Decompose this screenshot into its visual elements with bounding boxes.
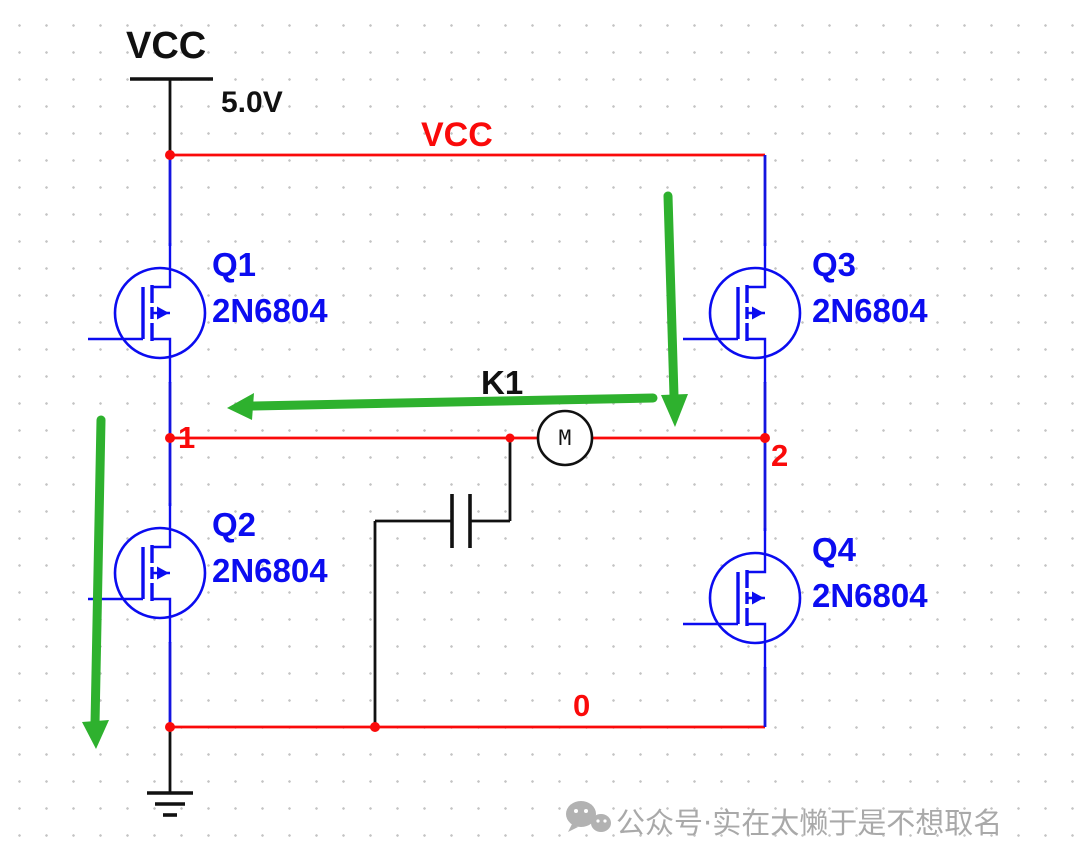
transistor-q3[interactable] bbox=[681, 241, 802, 385]
vcc-symbol-label[interactable]: VCC bbox=[126, 25, 207, 67]
junction-cap-top[interactable] bbox=[505, 433, 515, 443]
q2-part-label[interactable]: 2N6804 bbox=[212, 552, 328, 589]
net-label-node1[interactable]: 1 bbox=[178, 420, 196, 455]
k1-annotation-label: K1 bbox=[481, 364, 524, 401]
current-arrow-down-left bbox=[82, 415, 109, 749]
transistor-q1[interactable] bbox=[86, 241, 207, 385]
q4-refdes-label[interactable]: Q4 bbox=[812, 531, 857, 568]
vcc-power-symbol[interactable] bbox=[130, 77, 213, 155]
motor-symbol[interactable] bbox=[536, 409, 594, 467]
junction-node2[interactable] bbox=[760, 433, 770, 443]
q2-refdes-label[interactable]: Q2 bbox=[212, 506, 257, 543]
q1-part-label[interactable]: 2N6804 bbox=[212, 292, 328, 329]
q1-refdes-label[interactable]: Q1 bbox=[212, 246, 257, 283]
q4-part-label[interactable]: 2N6804 bbox=[812, 577, 928, 614]
current-arrow-left bbox=[227, 393, 658, 420]
junction-ground-left[interactable] bbox=[165, 722, 175, 732]
motor-label: M bbox=[558, 426, 572, 450]
transistor-q2[interactable] bbox=[86, 501, 207, 645]
q3-refdes-label[interactable]: Q3 bbox=[812, 246, 857, 283]
junction-cap-ground[interactable] bbox=[370, 722, 380, 732]
net-label-vcc-rail[interactable]: VCC bbox=[421, 116, 493, 154]
vcc-voltage-label[interactable]: 5.0V bbox=[221, 86, 283, 119]
net-label-node2[interactable]: 2 bbox=[771, 438, 789, 473]
watermark-text: 公众号·实在太懒于是不想取名 bbox=[616, 806, 1003, 840]
net-label-node0[interactable]: 0 bbox=[573, 688, 591, 723]
q3-part-label[interactable]: 2N6804 bbox=[812, 292, 928, 329]
capacitor[interactable] bbox=[373, 438, 512, 727]
transistor-q4[interactable] bbox=[681, 526, 802, 670]
ground-symbol[interactable] bbox=[147, 727, 193, 817]
junction-vcc[interactable] bbox=[165, 150, 175, 160]
wechat-icon bbox=[566, 801, 611, 832]
junction-node1[interactable] bbox=[165, 433, 175, 443]
current-arrow-down-right bbox=[661, 191, 688, 427]
